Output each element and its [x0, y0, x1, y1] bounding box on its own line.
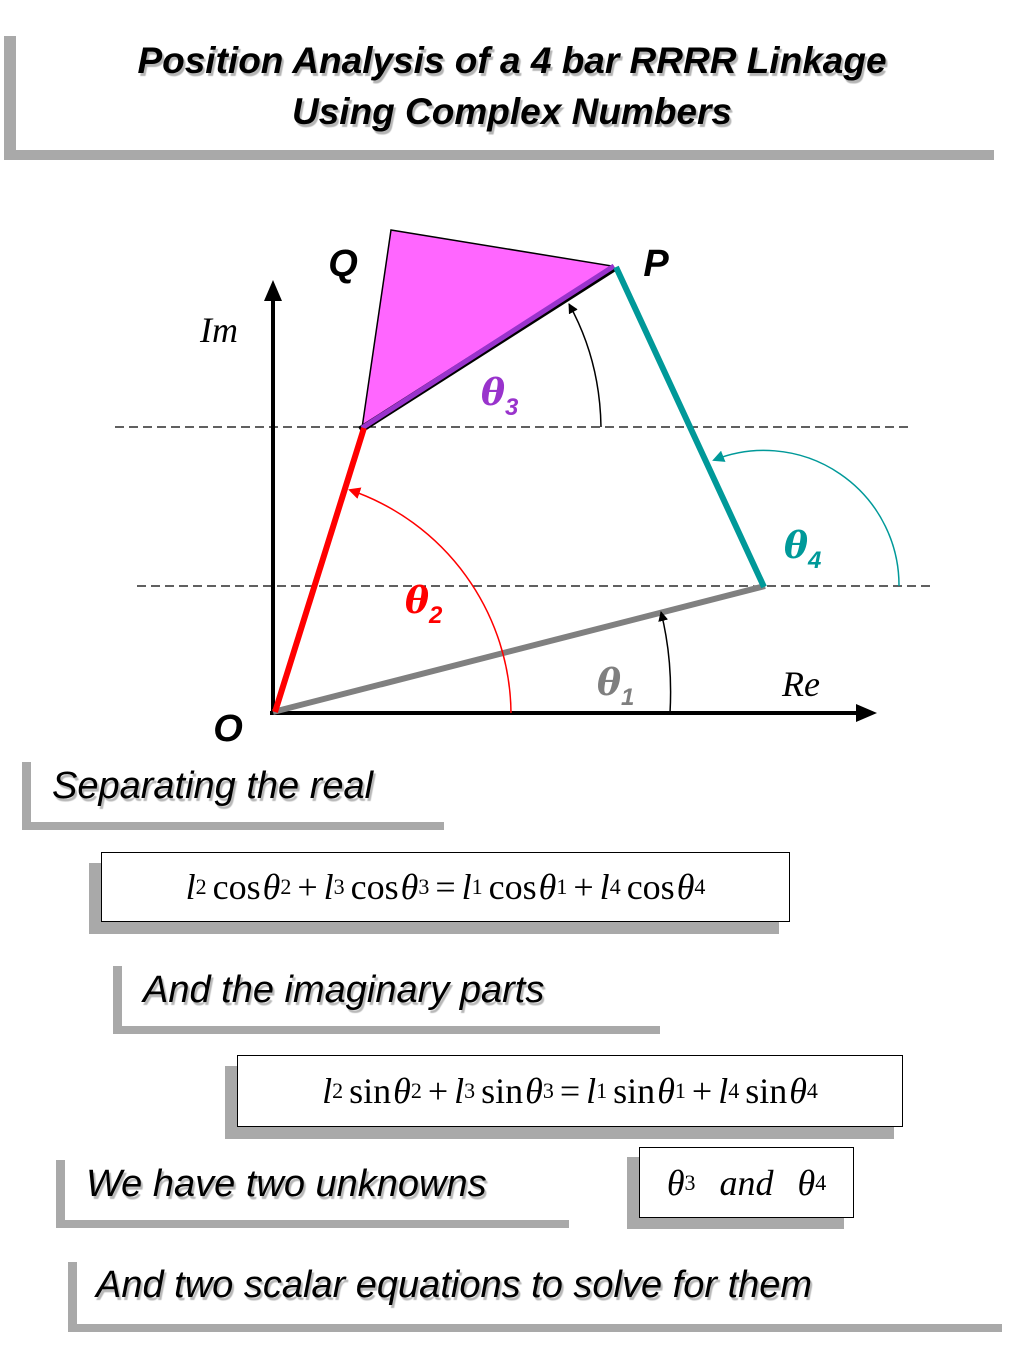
caption-unknowns-frame: [56, 1160, 569, 1228]
title-frame: [4, 36, 994, 160]
caption-imaginary: And the imaginary parts: [143, 969, 545, 1011]
link-3: [360, 263, 616, 431]
link-1: [272, 583, 766, 715]
caption-solve: And two scalar equations to solve for th…: [96, 1264, 813, 1306]
link-2: [272, 427, 367, 713]
theta-2-label: θ2: [405, 580, 443, 629]
label-re: Re: [781, 664, 820, 704]
label-o: O: [213, 708, 243, 750]
caption-real: Separating the real: [52, 765, 374, 807]
label-im: Im: [199, 310, 238, 350]
imaginary-axis-arrow: [264, 280, 282, 301]
theta-3-label: θ3: [481, 372, 519, 421]
page-title-line-2: Using Complex Numbers: [292, 91, 732, 132]
caption-real-frame: [22, 762, 444, 830]
theta-1-arc: [658, 611, 672, 714]
theta-3-arc: [568, 303, 602, 428]
page-title-line-1: Position Analysis of a 4 bar RRRR Linkag…: [137, 40, 887, 81]
link-4: [613, 265, 767, 589]
theta-2-arc: [348, 487, 512, 714]
theta-1-label: θ1: [597, 662, 634, 711]
real-axis-arrow: [856, 704, 877, 722]
label-p: P: [643, 243, 669, 285]
theta-4-label: θ4: [784, 525, 821, 574]
linkage-diagram: Q P O Im Re θ2 θ1 θ3 θ4: [115, 229, 930, 750]
label-q: Q: [328, 243, 358, 285]
caption-imaginary-frame: [113, 966, 660, 1034]
theta-4-arc: [712, 449, 900, 587]
caption-unknowns: We have two unknowns: [86, 1163, 487, 1205]
caption-solve-frame: [68, 1262, 1002, 1332]
